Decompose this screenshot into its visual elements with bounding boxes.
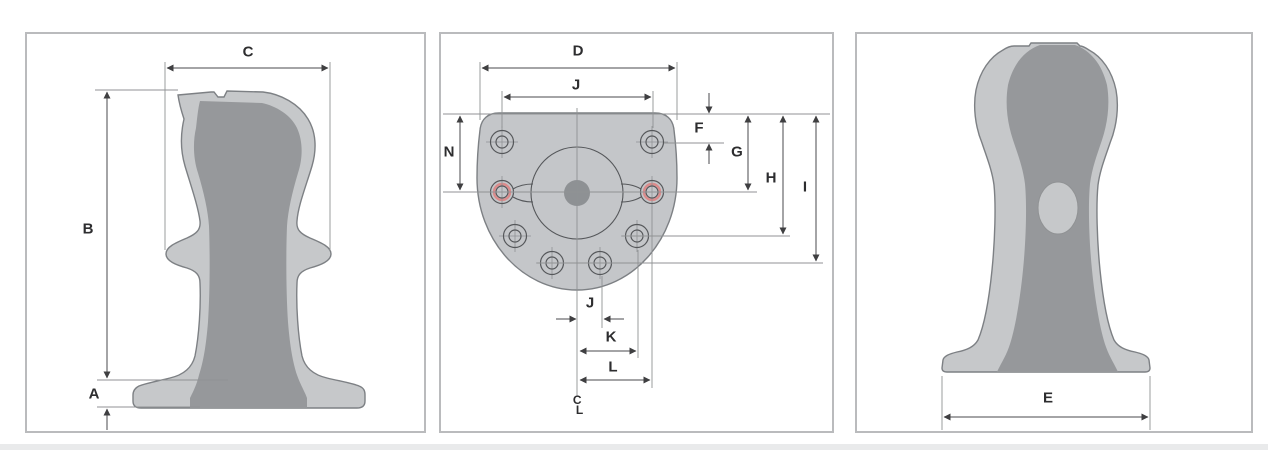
- dim-label-h: H: [765, 169, 777, 187]
- centerline-symbol: C L: [573, 394, 583, 416]
- dim-label-n: N: [443, 143, 455, 161]
- left-slot: [512, 183, 534, 203]
- bollard-section-core: [190, 101, 307, 408]
- centerline-symbol-c: C: [572, 393, 582, 407]
- dim-label-j-top: J: [571, 76, 581, 94]
- dim-label-l: L: [608, 358, 618, 376]
- dim-label-g: G: [731, 143, 743, 161]
- dim-label-k: K: [605, 328, 617, 346]
- dim-label-b: B: [82, 220, 94, 238]
- dim-label-a: A: [88, 385, 100, 403]
- elevation-view-drawing: [941, 42, 1151, 430]
- bottom-strip: [0, 444, 1268, 450]
- dim-label-c: C: [242, 43, 254, 61]
- top-view-drawing: [443, 62, 830, 396]
- bolt-hole: [499, 220, 531, 252]
- dim-label-j-bottom: J: [585, 294, 595, 312]
- dim-label-e: E: [1042, 389, 1054, 407]
- section-view-drawing: [95, 62, 366, 430]
- bolt-hole: [486, 126, 518, 158]
- dim-label-i: I: [802, 178, 808, 196]
- dim-label-d: D: [572, 42, 584, 60]
- oval-recess: [1037, 181, 1079, 235]
- centerline-symbol-l: L: [575, 403, 584, 417]
- bolt-hole: [636, 126, 668, 158]
- right-slot: [620, 183, 642, 203]
- dim-label-f: F: [694, 119, 704, 137]
